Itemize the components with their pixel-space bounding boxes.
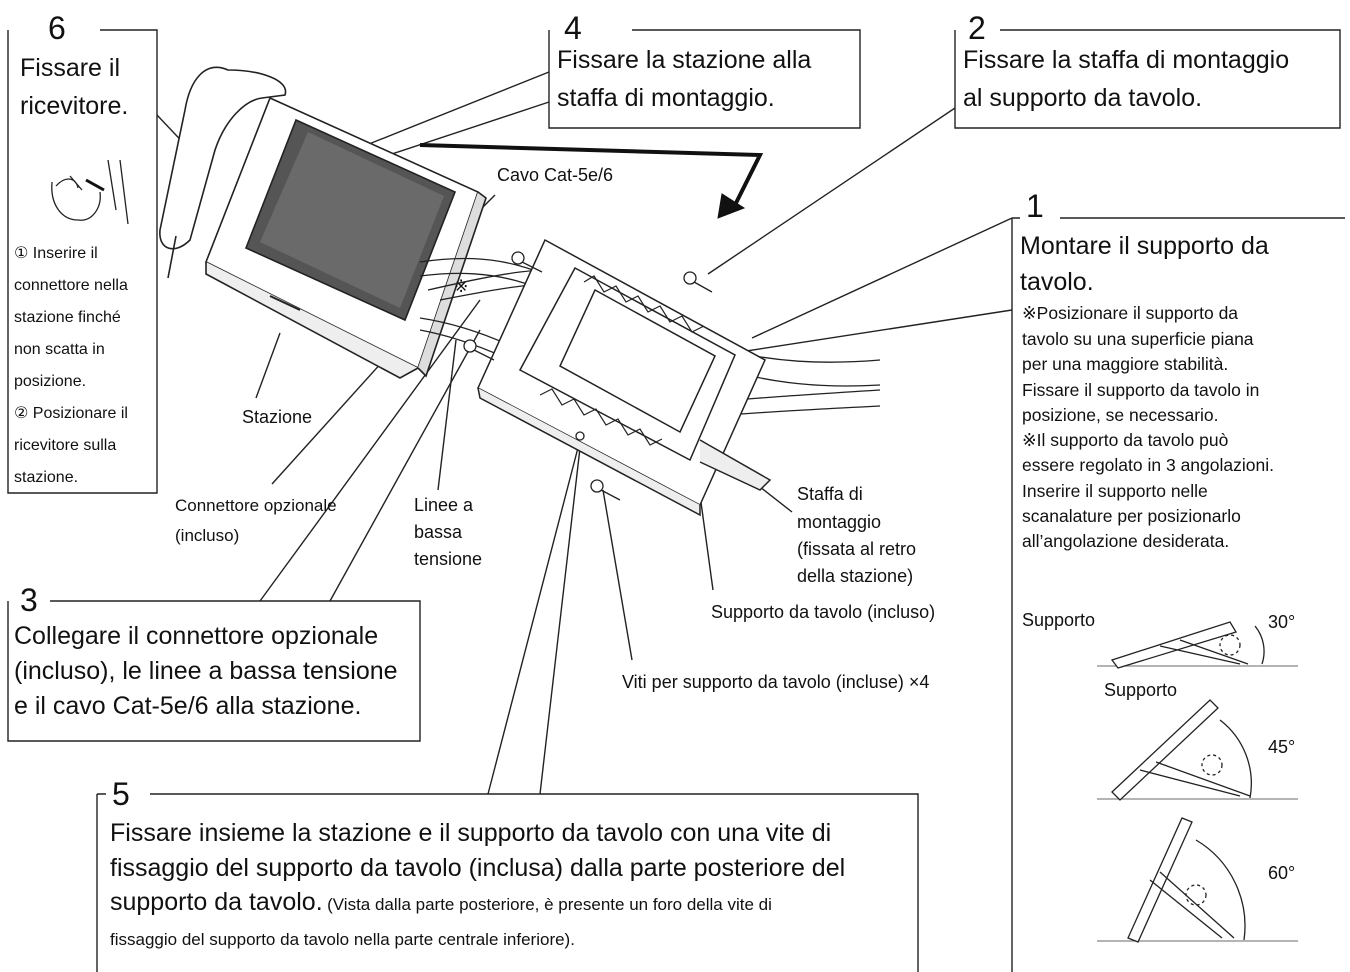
angle-30-diagram <box>1097 621 1298 669</box>
step6-note-3: stazione finché <box>14 309 121 326</box>
angle-30-label: 30° <box>1268 612 1296 632</box>
step4-number: 4 <box>558 12 588 44</box>
label-staffa-line3: (fissata al retro <box>797 539 917 559</box>
mounting-bracket <box>477 238 772 517</box>
step2-line2: al supporto da tavolo. <box>963 84 1203 112</box>
step5-line3: supporto da tavolo. (Vista dalla parte p… <box>110 884 772 920</box>
step6-box <box>7 29 158 494</box>
step5-number: 5 <box>106 778 136 810</box>
label-linee-line2: bassa <box>414 522 463 542</box>
step1-note-1: ※Posizionare il supporto da <box>1022 303 1239 323</box>
step6-note-1: ① Inserire il <box>14 245 98 262</box>
label-asterisk: ※ <box>454 277 469 296</box>
step5-line1: Fissare insieme la stazione e il support… <box>110 819 832 847</box>
step1-title-line2: tavolo. <box>1020 268 1094 296</box>
leader-step3 <box>259 299 481 602</box>
label-connettore-line1: Connettore opzionale <box>175 496 337 515</box>
step5-line3-main: supporto da tavolo. <box>110 888 323 916</box>
step4-line1: Fissare la stazione alla <box>557 46 812 74</box>
leader-step5 <box>487 439 581 795</box>
step5-line2: fissaggio del supporto da tavolo (inclus… <box>110 854 846 882</box>
step3-number: 3 <box>14 584 44 616</box>
leader-viti <box>602 489 633 661</box>
step4-line2: staffa di montaggio. <box>557 84 775 112</box>
angle-support-label-a: Supporto <box>1022 610 1096 630</box>
step5-box <box>96 793 919 972</box>
label-stazione: Stazione <box>242 407 313 427</box>
connector-inset <box>51 159 129 225</box>
step1-note-3: per una maggiore stabilità. <box>1022 354 1229 374</box>
step1-note-7: essere regolato in 3 angolazioni. <box>1022 455 1274 475</box>
direction-arrow <box>419 143 764 219</box>
step1-note-6: ※Il supporto da tavolo può <box>1022 430 1229 450</box>
step6-note-4: non scatta in <box>14 341 105 358</box>
leader-step4 <box>363 71 550 159</box>
angle-45-diagram <box>1097 699 1298 801</box>
step1-number: 1 <box>1020 190 1050 222</box>
step5-line3-small: (Vista dalla parte posteriore, è present… <box>327 895 772 914</box>
step1-note-2: tavolo su una superficie piana <box>1022 329 1254 349</box>
label-linee-line3: tensione <box>414 549 483 569</box>
step2-line1: Fissare la staffa di montaggio <box>963 46 1290 74</box>
leader-linee <box>437 339 457 491</box>
angle-60-diagram <box>1097 817 1298 943</box>
leader-step1 <box>739 217 1013 353</box>
step6-title-line2: ricevitore. <box>20 92 129 120</box>
leader-stazione <box>255 332 281 399</box>
step5-line4-small: fissaggio del supporto da tavolo nella p… <box>110 930 575 949</box>
slot-patterns <box>539 275 705 446</box>
label-staffa-line4: della stazione) <box>797 566 914 586</box>
handset <box>159 66 287 279</box>
label-cavo: Cavo Cat-5e/6 <box>497 165 614 185</box>
angle-45-label: 45° <box>1268 737 1296 757</box>
step6-number: 6 <box>42 12 72 44</box>
step3-line1: Collegare il connettore opzionale <box>14 622 379 650</box>
step1-note-4: Fissare il supporto da tavolo in <box>1022 380 1260 400</box>
label-connettore-line2: (incluso) <box>175 526 240 545</box>
step6-note-8: stazione. <box>14 469 79 486</box>
step3-box <box>7 600 421 742</box>
screws <box>463 251 713 501</box>
step1-note-8: Inserire il supporto nelle <box>1022 481 1208 501</box>
step4-box <box>548 29 861 129</box>
label-staffa-line1: Staffa di <box>797 484 863 504</box>
angle-support-label-b: Supporto <box>1104 680 1178 700</box>
angle-60-label: 60° <box>1268 863 1296 883</box>
step1-title-line1: Montare il supporto da <box>1020 232 1269 260</box>
step6-note-5: posizione. <box>14 373 87 390</box>
label-viti: Viti per supporto da tavolo (incluse) ×4 <box>622 672 930 692</box>
step1-note-5: posizione, se necessario. <box>1022 405 1219 425</box>
station-body <box>204 96 487 379</box>
label-staffa-line2: montaggio <box>797 512 882 532</box>
step1-note-9: scanalature per posizionarlo <box>1022 506 1241 526</box>
step2-box <box>954 29 1341 129</box>
label-supporto-tavolo: Supporto da tavolo (incluso) <box>711 602 936 622</box>
leader-supporto <box>699 494 714 591</box>
step3-line2: (incluso), le linee a bassa tensione <box>14 657 398 685</box>
step1-box <box>1011 217 1345 972</box>
step6-note-7: ricevitore sulla <box>14 437 117 454</box>
step1-note-10: all’angolazione desiderata. <box>1022 531 1230 551</box>
step6-title-line1: Fissare il <box>20 54 121 82</box>
step6-note-2: connettore nella <box>14 277 128 294</box>
label-linee-line1: Linee a <box>414 495 474 515</box>
step2-number: 2 <box>962 12 992 44</box>
leader-step2 <box>707 107 956 275</box>
step6-note-6: ② Posizionare il <box>14 405 128 422</box>
step3-line3: e il cavo Cat-5e/6 alla stazione. <box>14 692 362 720</box>
